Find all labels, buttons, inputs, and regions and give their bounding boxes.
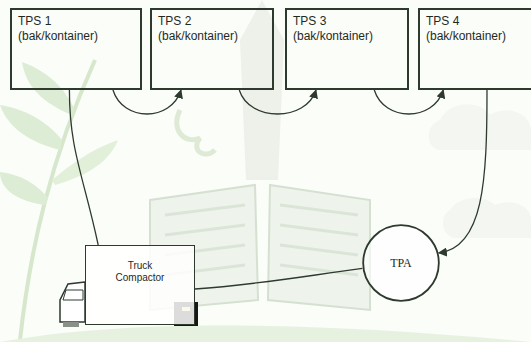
truck-cab — [60, 282, 85, 322]
tps-box: TPS 3(bak/kontainer) — [285, 8, 409, 90]
tps-box: TPS 4(bak/kontainer) — [418, 8, 531, 90]
palm-leaf — [52, 140, 118, 185]
cloud — [443, 198, 531, 238]
flow-connector — [439, 90, 487, 253]
book-page — [268, 185, 370, 310]
node-subtitle: (bak/kontainer) — [18, 29, 134, 44]
node-title: TPA — [390, 256, 412, 271]
tpa-circle: TPA — [362, 224, 440, 302]
cloud — [429, 104, 531, 150]
node-title: TPS 1 — [18, 14, 134, 29]
truck-bumper — [63, 322, 79, 327]
node-subtitle: (bak/kontainer) — [158, 29, 266, 44]
flow-connector — [113, 90, 181, 114]
flow-connector — [374, 90, 443, 114]
ornament — [177, 110, 215, 154]
node-title: TPS 3 — [293, 14, 401, 29]
node-title: TPS 2 — [158, 14, 266, 29]
flow-connector — [195, 268, 362, 289]
tower-shape — [240, 0, 284, 180]
palm-leaf — [0, 172, 48, 205]
node-title: TPS 4 — [426, 14, 525, 29]
tps-box: TPS 2(bak/kontainer) — [150, 8, 274, 90]
palm-leaf — [0, 105, 62, 150]
node-subtitle: (bak/kontainer) — [293, 29, 401, 44]
flow-connector — [239, 90, 316, 114]
circle-shape — [363, 225, 439, 301]
ground-band — [0, 326, 531, 342]
truck-window — [63, 290, 83, 300]
node-title: Truck Compactor — [110, 260, 170, 284]
truck-box: Truck Compactor — [85, 245, 195, 325]
flow-connector — [69, 90, 98, 245]
tps-box: TPS 1(bak/kontainer) — [10, 8, 142, 90]
node-subtitle: (bak/kontainer) — [426, 29, 525, 44]
